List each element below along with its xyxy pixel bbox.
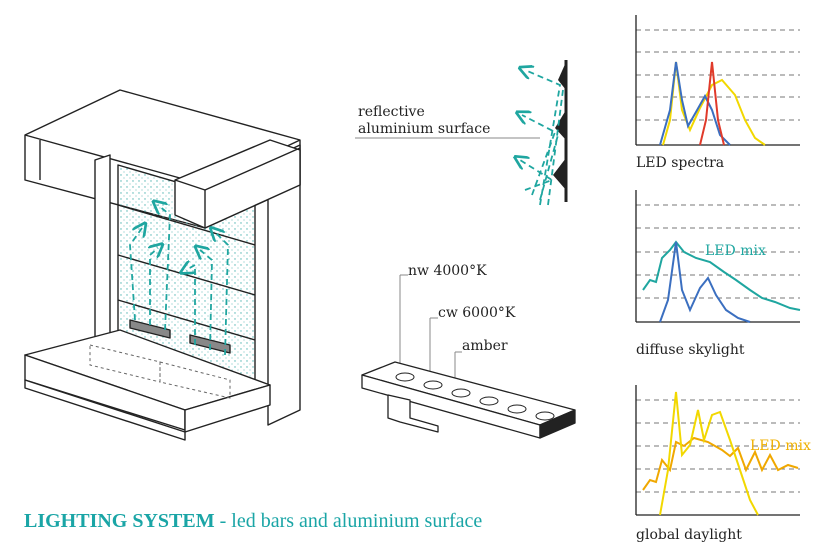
aluminium-surface-label: aluminium surface — [358, 121, 491, 137]
diffuse-skylight-caption: diffuse skylight — [636, 342, 745, 358]
led-mix-label-daylight: LED mix — [750, 438, 811, 454]
chart-led-spectra — [635, 15, 800, 146]
global-daylight-caption: global daylight — [636, 527, 742, 543]
page-title: LIGHTING SYSTEM - led bars and aluminium… — [24, 510, 482, 533]
cw-label: cw 6000°K — [438, 305, 516, 321]
reflective-label: reflective — [358, 104, 425, 120]
chart-global-daylight — [635, 385, 800, 516]
title-rest: - led bars and aluminium surface — [214, 510, 483, 532]
chart-diffuse-skylight — [635, 190, 801, 323]
led-mix-label-skylight: LED mix — [705, 243, 766, 259]
title-bold: LIGHTING SYSTEM — [24, 510, 215, 532]
reflector-detail — [355, 60, 568, 206]
nw-label: nw 4000°K — [408, 263, 487, 279]
led-bar-detail — [361, 274, 576, 439]
facade-module — [24, 89, 301, 441]
led-spectra-caption: LED spectra — [636, 155, 725, 171]
facade-light-arrows — [129, 205, 229, 356]
amber-label: amber — [462, 338, 508, 354]
sill-dashed-outlines — [89, 344, 231, 399]
